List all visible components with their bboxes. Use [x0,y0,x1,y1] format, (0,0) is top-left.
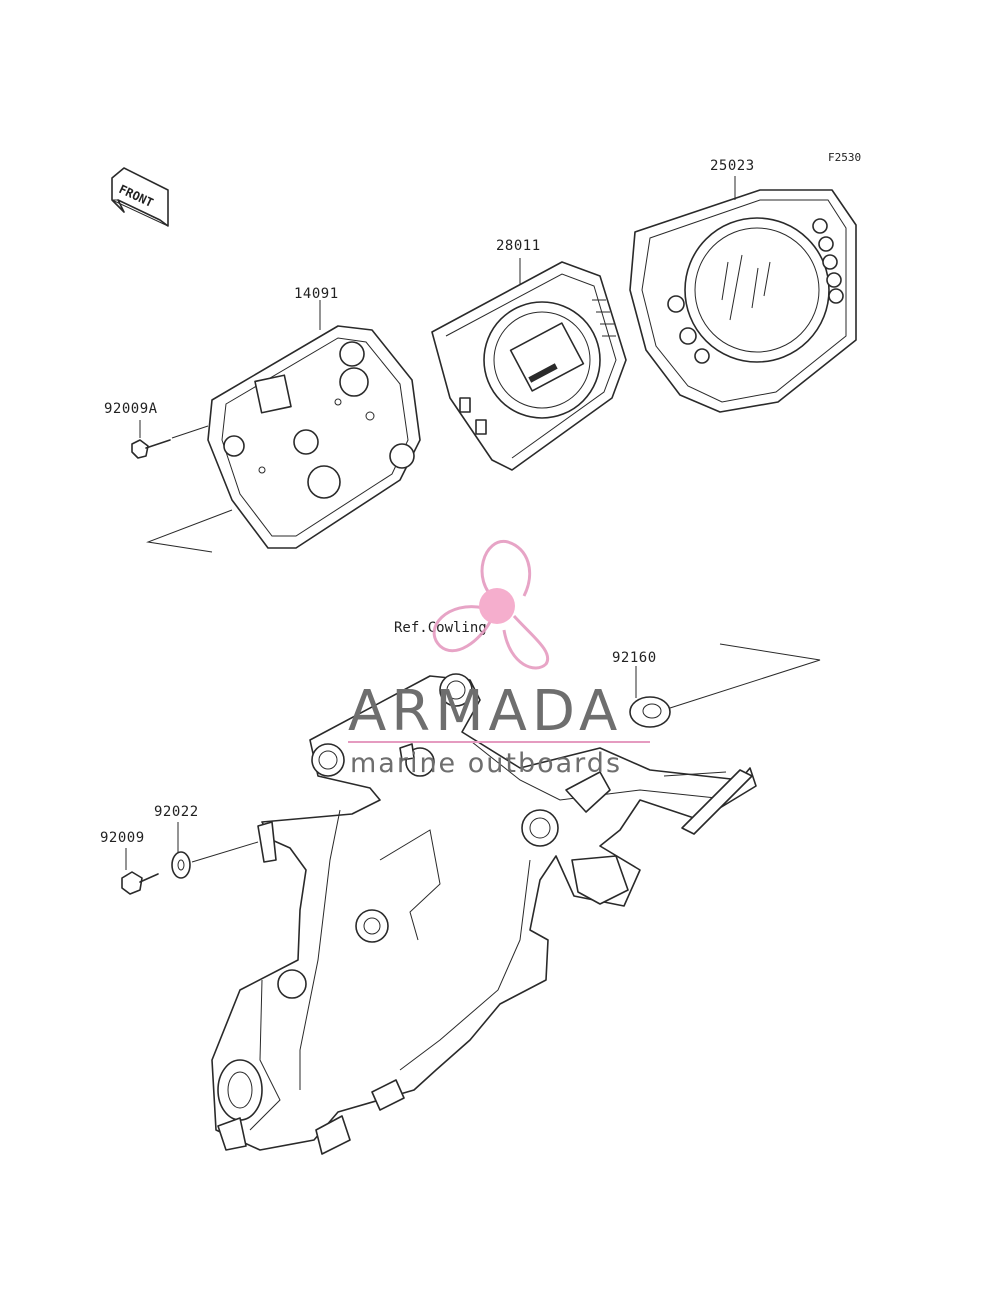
grommet-part [629,643,821,728]
callout-14091: 14091 [294,286,339,302]
screw-92009-part [121,848,159,895]
screw-92009a-part [131,420,209,459]
meter-stay-bracket-part [211,673,757,1155]
watermark-brand: ARMADA [348,679,622,744]
callout-92160: 92160 [612,650,657,666]
propeller-icon [432,540,550,670]
watermark-tagline: marine outboards [350,748,622,779]
callout-92009a: 92009A [104,401,158,417]
washer-part [171,822,259,879]
callout-92009: 92009 [100,830,145,846]
reference-note: Ref.Cowling [394,620,487,636]
callout-92022: 92022 [154,804,199,820]
callout-28011: 28011 [496,238,541,254]
leader-case-set [146,509,233,553]
callout-25023: 25023 [710,158,755,174]
watermark-logo: ARMADA marine outboards [348,540,650,779]
meter-case-part [207,300,421,549]
front-arrow-icon: FRONT [111,167,169,227]
meter-assembly-part [431,258,627,471]
figure-code: F2530 [828,151,861,164]
meter-cover-part [629,176,857,413]
